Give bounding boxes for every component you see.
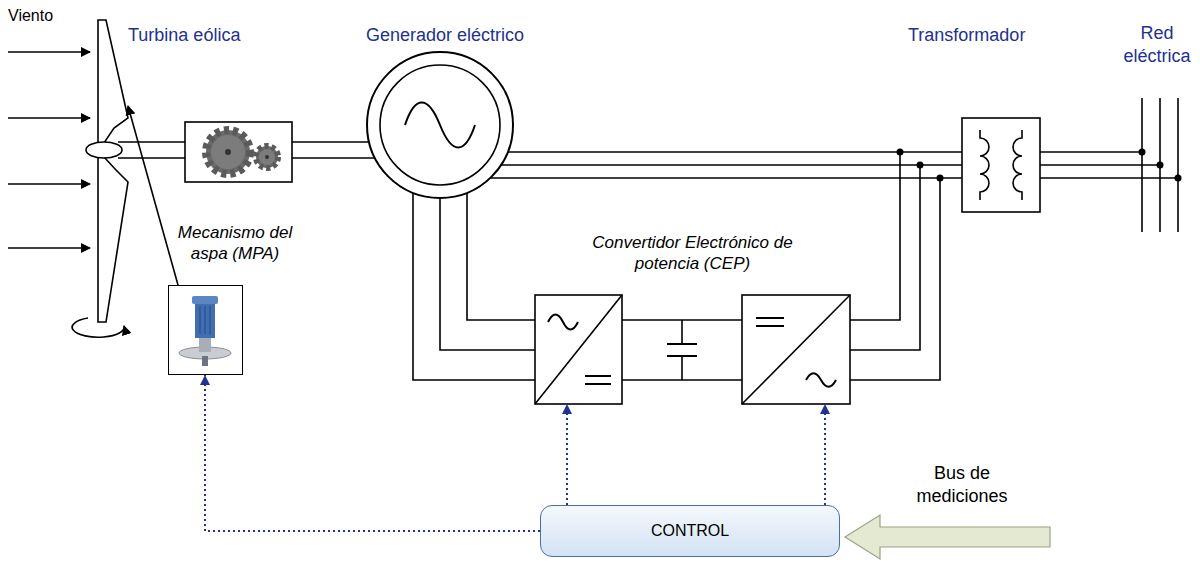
control-box: CONTROL	[540, 505, 840, 557]
mechanism-box	[168, 285, 243, 375]
control-label: CONTROL	[651, 521, 729, 541]
wind-arrows	[8, 183, 90, 185]
capacitor-symbol	[667, 344, 697, 356]
turbine-rotor	[98, 157, 128, 322]
capacitor-symbol	[667, 343, 697, 345]
converter-group: Convertidor Electrónico de potencia (CEP…	[530, 232, 855, 404]
generator-symbol	[367, 52, 513, 198]
turbine-rotor	[98, 20, 128, 143]
gearbox	[185, 122, 292, 182]
component-heading: Convertidor Electrónico de potencia (CEP…	[570, 232, 815, 275]
mechanism-node: Mecanismo del aspa (MPA)	[160, 222, 310, 375]
pitch-pointer	[128, 106, 178, 285]
rectifier-symbol	[535, 295, 622, 404]
pitch-motor-picture	[202, 356, 208, 366]
control-signal-arrow	[205, 375, 540, 531]
turbine-rotor	[72, 20, 128, 337]
power-wire	[681, 320, 683, 344]
gearbox	[206, 130, 250, 174]
inverter-symbol	[742, 295, 850, 404]
pitch-motor-picture	[192, 296, 218, 304]
grid-lines	[1141, 98, 1143, 232]
wind-arrows	[8, 52, 90, 248]
pitch-motor-picture	[179, 296, 231, 366]
component-title: Turbina eólica	[128, 24, 240, 47]
inverter-symbol	[806, 373, 836, 387]
generator-symbol	[367, 52, 513, 198]
bus-label: Bus de mediciones	[912, 462, 1012, 507]
component-heading: Mecanismo del aspa (MPA)	[165, 222, 305, 265]
junction-dot	[897, 149, 904, 156]
control-signal-arrow	[566, 404, 568, 505]
junction-dot	[917, 162, 924, 169]
transformer-symbol	[1013, 130, 1022, 200]
pitch-motor-picture	[204, 306, 206, 334]
inverter-symbol	[742, 295, 850, 404]
transformer-symbol	[962, 118, 1040, 212]
pitch-motor-picture	[199, 336, 211, 352]
gearbox	[211, 135, 245, 169]
junction-dot	[1139, 149, 1146, 156]
gearbox	[265, 155, 269, 159]
power-wire	[850, 152, 900, 320]
turbine-rotor	[72, 318, 124, 337]
bus-arrow	[845, 515, 1050, 559]
pitch-motor-picture	[195, 302, 215, 338]
wind-arrows	[8, 51, 90, 53]
gearbox	[185, 122, 292, 182]
grid-lines	[1142, 98, 1178, 232]
junction-dot	[1175, 175, 1182, 182]
turbine-rotor	[86, 142, 122, 158]
gearbox	[259, 149, 275, 165]
generator-symbol	[380, 65, 500, 185]
bus-arrow	[845, 515, 1050, 559]
grid-lines	[1177, 98, 1179, 232]
pitch-motor-picture	[199, 306, 201, 334]
power-wire	[440, 164, 1160, 166]
junction-dot	[937, 175, 944, 182]
transformer-symbol	[962, 118, 1040, 212]
transformer-symbol	[980, 130, 989, 200]
inverter-symbol	[756, 318, 784, 326]
wind-arrows	[8, 117, 90, 119]
power-wire	[850, 165, 920, 350]
component-title: Transformador	[908, 24, 1025, 47]
power-wire	[681, 356, 683, 380]
gearbox	[256, 146, 278, 168]
grid-title: Red eléctrica	[1116, 22, 1198, 67]
pitch-motor-picture	[209, 306, 211, 334]
rectifier-symbol	[535, 295, 622, 404]
rectifier-symbol	[585, 376, 611, 384]
component-title: Generador eléctrico	[366, 24, 524, 47]
control-signal-arrow	[824, 404, 826, 505]
wind-arrows	[8, 247, 90, 249]
gearbox	[225, 149, 231, 155]
rectifier-symbol	[548, 315, 578, 330]
pitch-pointer	[128, 106, 178, 285]
shaft	[118, 157, 185, 159]
generator-symbol	[405, 103, 475, 148]
capacitor-symbol	[667, 355, 697, 357]
wind-label: Viento	[8, 6, 53, 26]
rectifier-symbol	[535, 295, 622, 404]
shaft	[118, 141, 185, 143]
junction-dot	[1157, 162, 1164, 169]
power-wire	[850, 178, 940, 380]
inverter-symbol	[742, 295, 850, 404]
power-wire	[440, 177, 1178, 179]
